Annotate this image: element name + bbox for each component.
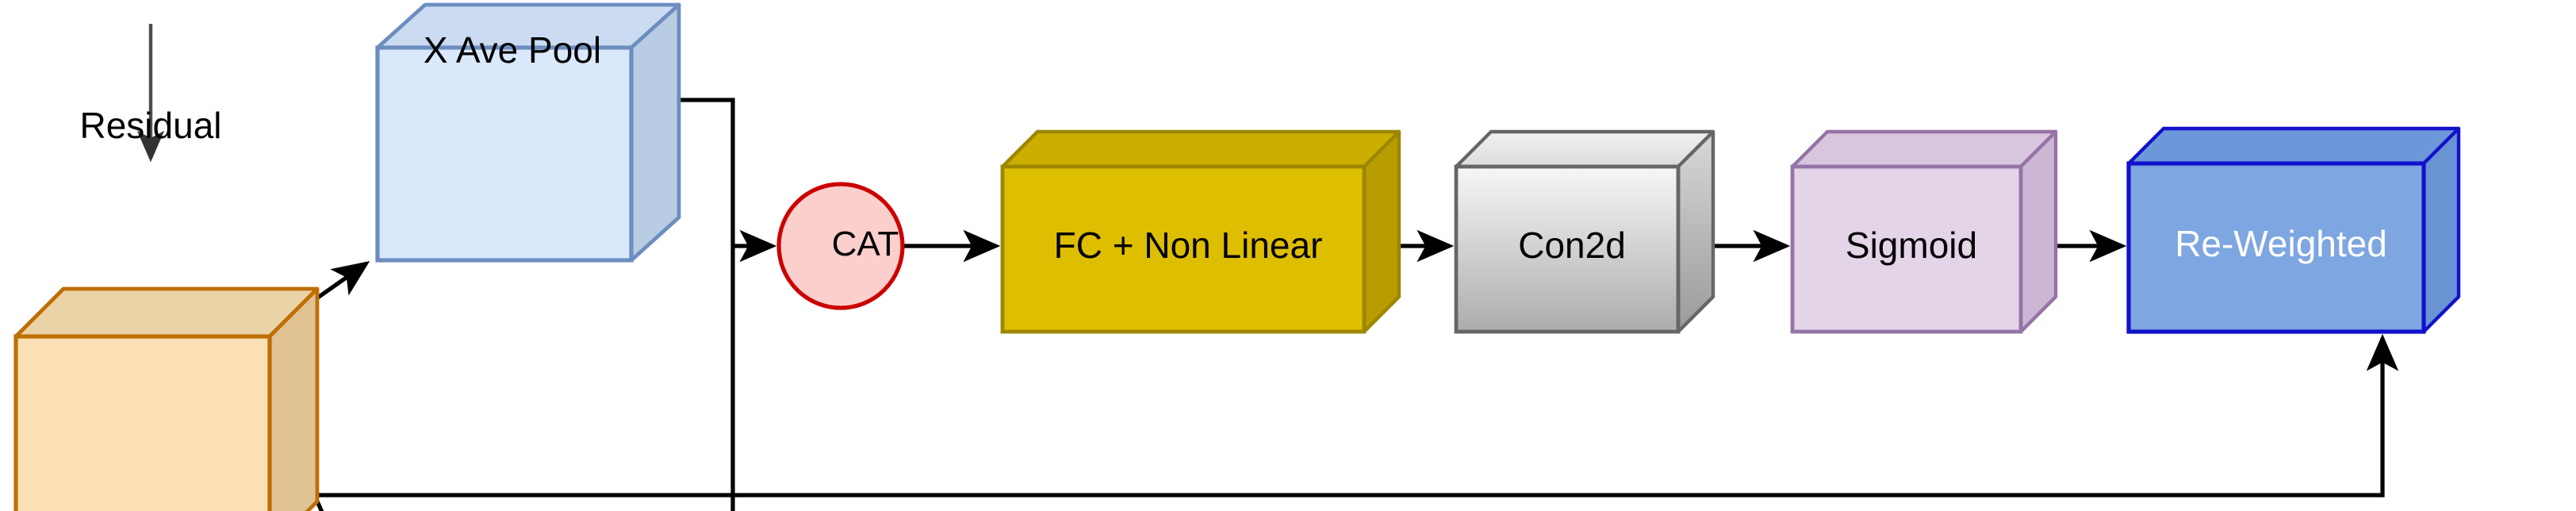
node-fc-nonlinear[interactable] (1000, 129, 1401, 334)
residual-front-face (13, 334, 272, 511)
x-ave-pool-top-face (375, 2, 681, 50)
node-sigmoid[interactable] (1790, 129, 2058, 334)
edge-y-ave-pool-to-cat (730, 246, 735, 511)
re-weighted-side-face (2421, 126, 2461, 334)
fc-nonlinear-side-face (1362, 129, 1401, 334)
con2d-front-face (1454, 164, 1681, 334)
x-ave-pool-front-face (375, 45, 634, 263)
sigmoid-side-face (2018, 129, 2058, 334)
re-weighted-top-face (2126, 126, 2461, 166)
residual-top-face (13, 286, 320, 339)
x-ave-pool-side-face (629, 2, 681, 263)
cat-circle (776, 182, 905, 310)
re-weighted-front-face (2126, 161, 2426, 334)
node-residual[interactable] (13, 286, 320, 511)
node-x-ave-pool[interactable] (375, 2, 681, 263)
con2d-side-face (1676, 129, 1715, 334)
edge-residual-skip-to-re-weighted (77, 333, 2399, 511)
sigmoid-top-face (1790, 129, 2058, 169)
fc-nonlinear-front-face (1000, 164, 1367, 334)
node-cat[interactable] (776, 182, 905, 310)
sigmoid-front-face (1790, 164, 2023, 334)
node-con2d[interactable] (1454, 129, 1715, 334)
node-re-weighted[interactable] (2126, 126, 2461, 334)
con2d-top-face (1454, 129, 1715, 169)
fc-nonlinear-top-face (1000, 129, 1401, 169)
